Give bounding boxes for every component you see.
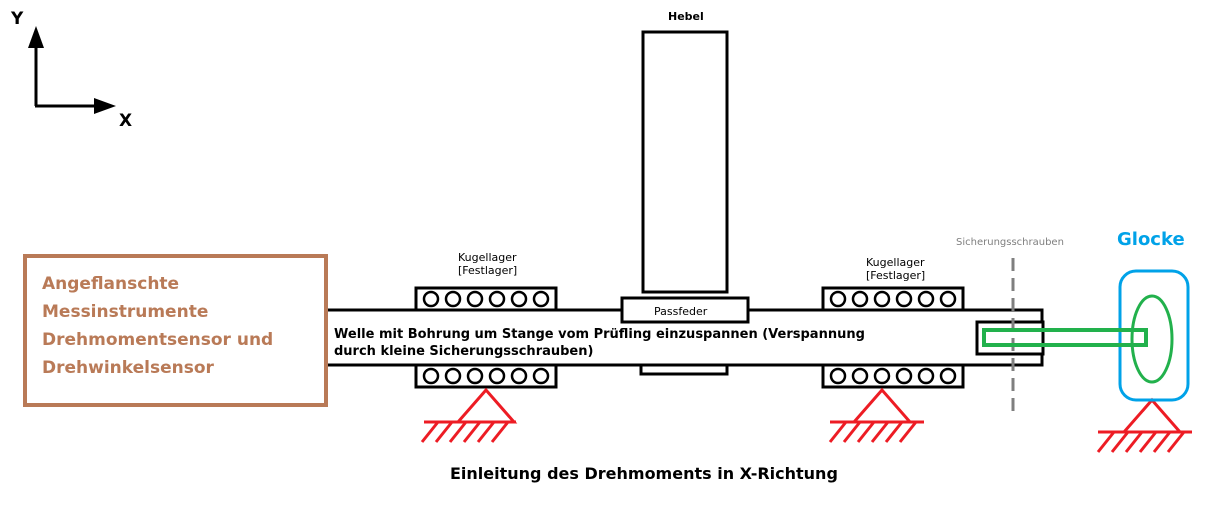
kugellager-right-bottom [821, 363, 965, 389]
welle-description: Welle mit Bohrung um Stange vom Prüfling… [334, 327, 865, 359]
kugellager-left-label-line2: [Festlager] [458, 264, 518, 277]
glocke-ellipse [1130, 294, 1174, 384]
coordinate-axes [28, 26, 116, 114]
glocke-bell [1118, 269, 1190, 402]
kugellager-right-label-line2: [Festlager] [866, 269, 926, 282]
hebel-lever [641, 30, 729, 294]
kugellager-left-top [414, 286, 558, 312]
sicherungsschrauben-label: Sicherungsschrauben [956, 237, 1064, 248]
kugellager-right-top [821, 286, 965, 312]
messinstrumente-box [23, 254, 328, 407]
messinstrumente-line3: Drehmomentsensor und [42, 330, 274, 350]
glocke-label: Glocke [1117, 229, 1185, 250]
support-left [420, 387, 518, 443]
kugellager-left-label-line1: Kugellager [458, 251, 517, 264]
pruefling-stange [982, 328, 1148, 347]
messinstrumente-text: Angeflanschte Messinstrumente Drehmoment… [42, 270, 273, 382]
y-axis-arrowhead [28, 26, 44, 48]
hebel-label: Hebel [668, 10, 704, 23]
axis-x-label: X [119, 111, 133, 131]
kugellager-right-label-line1: Kugellager [866, 256, 925, 269]
support-middle [828, 387, 924, 443]
support-right [1096, 397, 1192, 453]
bohrung-bore [975, 320, 1045, 356]
messinstrumente-line4: Drehwinkelsensor [42, 358, 214, 378]
axis-y-label: Y [11, 9, 24, 29]
bottom-caption: Einleitung des Drehmoments in X-Richtung [450, 464, 838, 483]
passfeder-label: Passfeder [654, 305, 708, 318]
kugellager-left-label: Kugellager [Festlager] [458, 251, 517, 277]
passfeder-key [620, 296, 750, 324]
x-axis-arrowhead [94, 98, 116, 114]
messinstrumente-line2: Messinstrumente [42, 302, 209, 322]
messinstrumente-line1: Angeflanschte [42, 274, 180, 294]
kugellager-right-label: Kugellager [Festlager] [866, 256, 925, 282]
kugellager-left-bottom [414, 363, 558, 389]
